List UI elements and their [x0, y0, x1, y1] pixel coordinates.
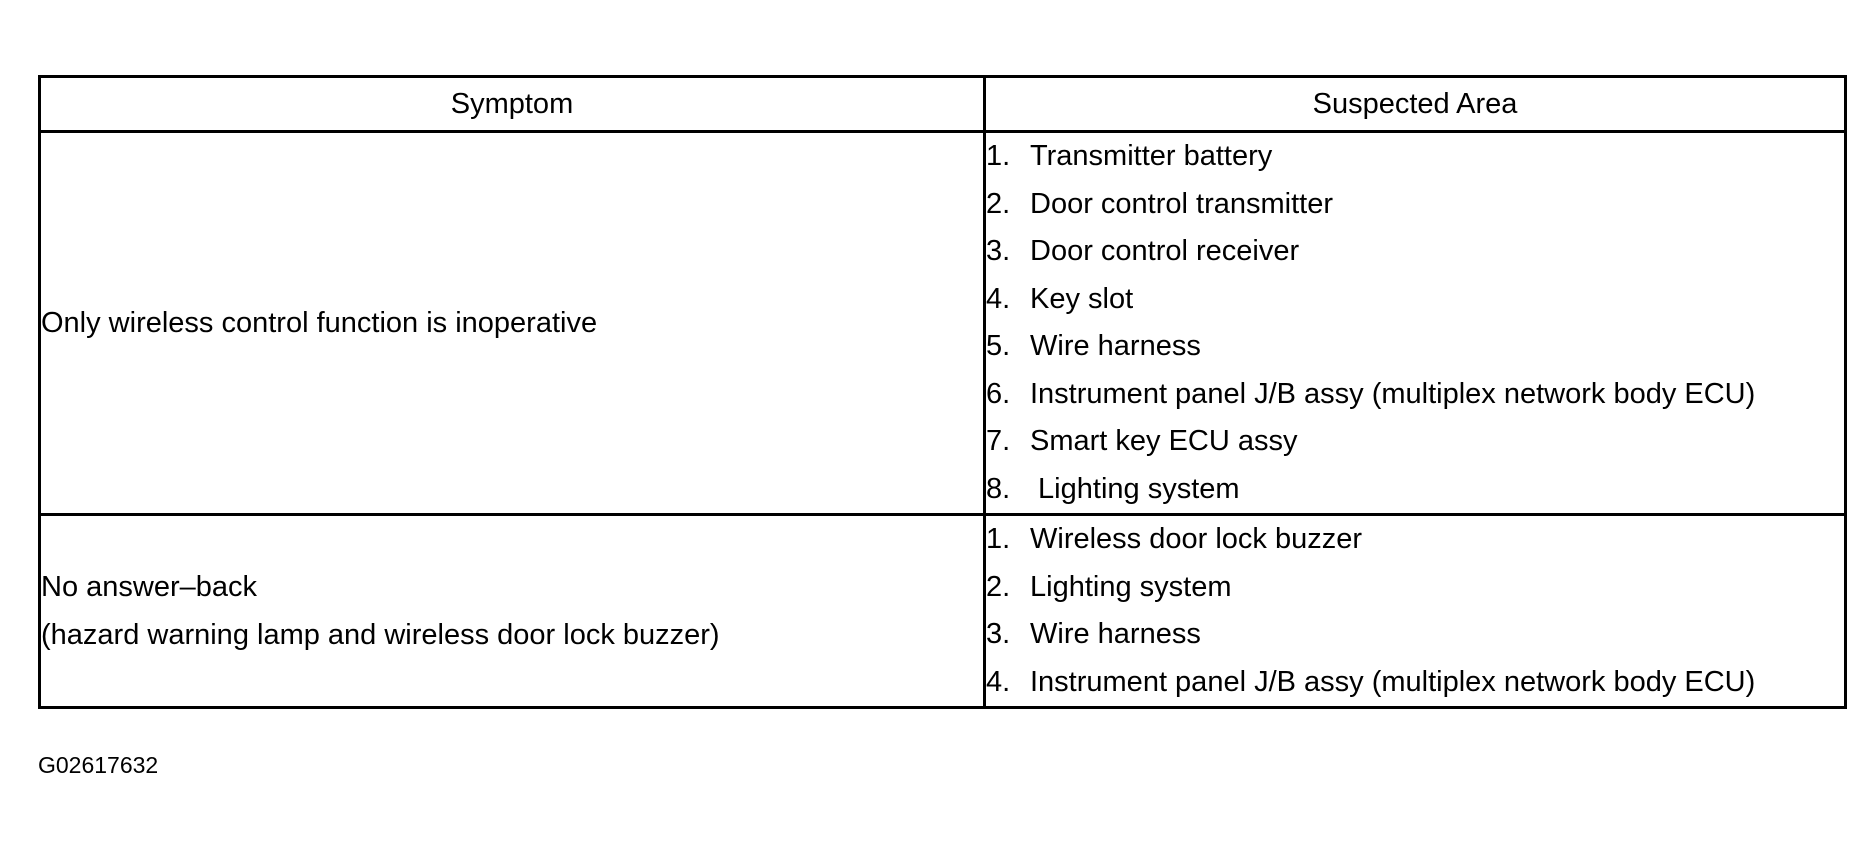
list-item: 2. Door control transmitter — [986, 181, 1844, 229]
suspected-area-cell: 1. Transmitter battery 2. Door control tra… — [983, 130, 1847, 516]
item-text: Transmitter battery — [1030, 140, 1273, 172]
item-text: Lighting system — [1030, 472, 1240, 505]
item-text: Lighting system — [1030, 570, 1232, 603]
figure-id: G02617632 — [38, 752, 159, 778]
header-symptom: Symptom — [38, 75, 986, 133]
suspected-area-list: 1. Wireless door lock buzzer 2. Lighting s… — [986, 516, 1844, 706]
suspected-area-list: 1. Transmitter battery 2. Door control tra… — [986, 133, 1844, 513]
list-item: 1. Wireless door lock buzzer — [986, 516, 1844, 564]
list-item: 7. Smart key ECU assy — [986, 418, 1844, 466]
item-text: Wire harness — [1030, 618, 1201, 650]
item-text: Key slot — [1030, 282, 1134, 315]
suspected-area-cell: 1. Wireless door lock buzzer 2. Lighting s… — [983, 513, 1847, 709]
item-number: 1. — [986, 140, 1011, 172]
item-number: 7. — [986, 425, 1011, 457]
list-item: 1. Transmitter battery — [986, 133, 1844, 181]
table-row: Only wireless control function is inoper… — [38, 130, 1847, 516]
list-item: 6. Instrument panel J/B assy (multiplex n… — [986, 371, 1844, 419]
list-item: 8. Lighting system — [986, 466, 1844, 514]
item-number: 3. — [986, 235, 1011, 267]
item-number: 4. — [986, 282, 1011, 315]
list-item: 3. Door control receiver — [986, 228, 1844, 276]
item-number: 2. — [986, 187, 1011, 220]
item-number: 3. — [986, 618, 1011, 650]
item-text: Instrument panel J/B assy (multiplex net… — [1030, 665, 1756, 698]
item-number: 2. — [986, 570, 1011, 603]
list-item: 5. Wire harness — [986, 323, 1844, 371]
symptom-text: Only wireless control function is inoper… — [41, 307, 598, 339]
item-text: Smart key ECU assy — [1030, 425, 1298, 457]
list-item: 4. Key slot — [986, 276, 1844, 324]
table-row: No answer–back (hazard warning lamp and … — [38, 513, 1847, 709]
item-text: Door control transmitter — [1030, 187, 1333, 220]
symptom-table: Symptom Suspected Area Only wireless con… — [38, 75, 1847, 709]
table-header-row: Symptom Suspected Area — [38, 75, 1847, 133]
list-item: 2. Lighting system — [986, 564, 1844, 612]
item-text: Instrument panel J/B assy (multiplex net… — [1030, 377, 1756, 410]
item-number: 1. — [986, 523, 1011, 555]
item-number: 8. — [986, 472, 1011, 505]
symptom-cell: Only wireless control function is inoper… — [38, 130, 986, 516]
item-text: Door control receiver — [1030, 235, 1300, 267]
symptom-cell: No answer–back (hazard warning lamp and … — [38, 513, 986, 709]
list-item: 3. Wire harness — [986, 611, 1844, 659]
header-suspected-area: Suspected Area — [983, 75, 1847, 133]
item-text: Wire harness — [1030, 330, 1201, 362]
symptom-text: No answer–back — [41, 571, 257, 603]
symptom-subtext: (hazard warning lamp and wireless door l… — [41, 619, 720, 651]
list-item: 4. Instrument panel J/B assy (multiplex n… — [986, 659, 1844, 707]
item-text: Wireless door lock buzzer — [1030, 523, 1362, 555]
item-number: 4. — [986, 665, 1011, 698]
item-number: 6. — [986, 377, 1011, 410]
item-number: 5. — [986, 330, 1011, 362]
